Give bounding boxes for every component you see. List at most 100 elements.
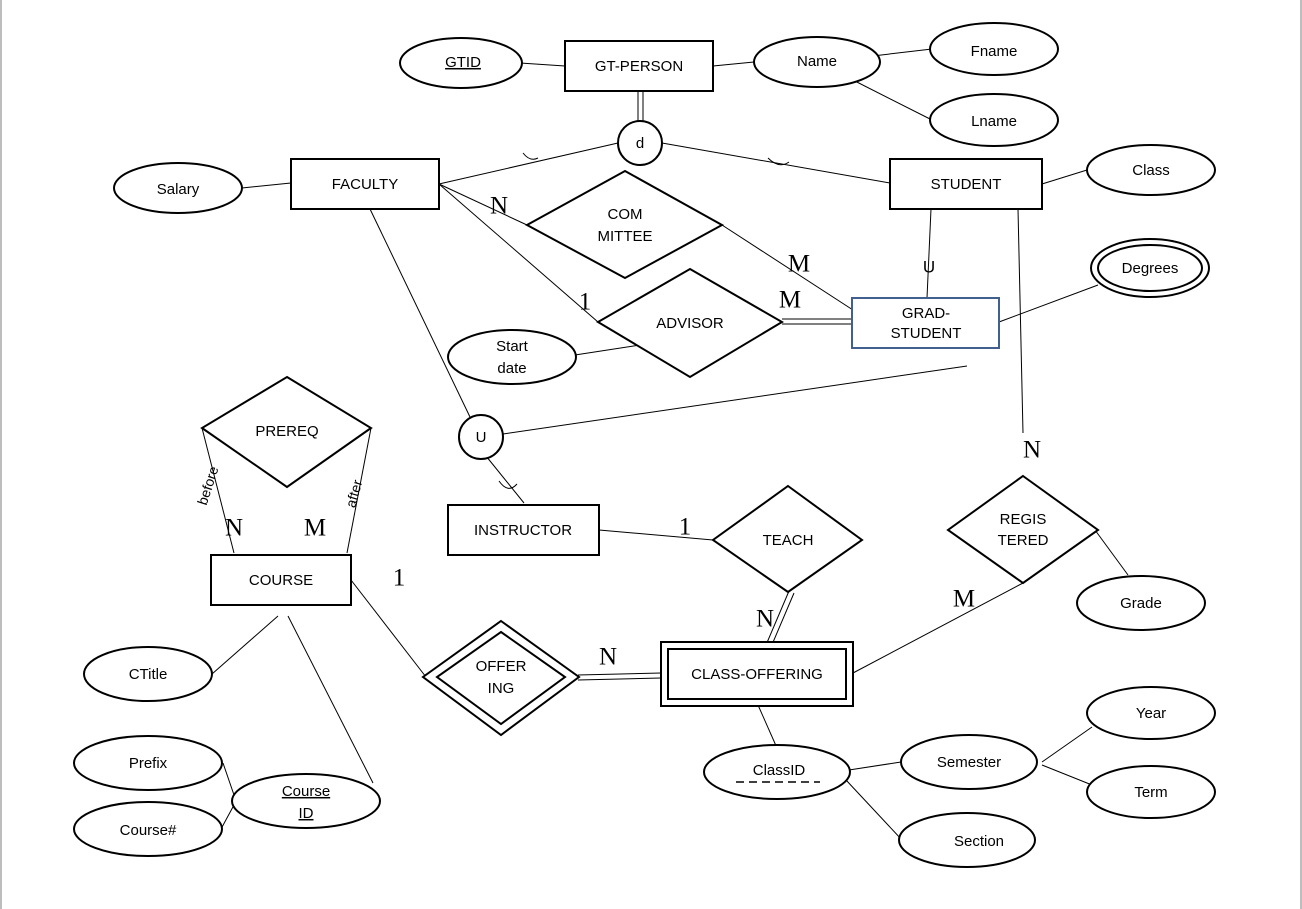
line-student-grad [926,208,932,299]
line-gtid-gtperson [519,62,566,67]
line-advisor-startdate [574,344,641,356]
attribute-start-date[interactable]: Start date [447,329,577,385]
line-classid-section [845,779,903,841]
attribute-salary-label: Salary [157,181,200,198]
attribute-course-num-label: Course# [120,822,177,839]
relationship-committee[interactable]: COM MITTEE [524,169,725,280]
line-faculty-committee [438,183,528,226]
attribute-classid[interactable]: ClassID [703,744,851,800]
relationship-offering-label-2: ING [488,680,515,697]
line-teach-offering-2 [770,592,795,648]
cardinality-committee-grad: M [788,251,810,278]
attribute-ctitle[interactable]: CTitle [83,646,213,702]
subset-symbol-grad: U [923,257,935,276]
entity-grad-student[interactable]: GRAD- STUDENT [851,297,1000,349]
attribute-course-id-label-2: ID [299,805,314,822]
attribute-prefix[interactable]: Prefix [73,735,223,791]
entity-class-offering-label: CLASS-OFFERING [691,666,823,683]
cardinality-prereq-after: M [304,515,326,542]
cardinality-course-offering: 1 [393,565,406,592]
line-grad-degrees [998,284,1099,323]
cardinality-student-registered: N [1023,437,1041,464]
attribute-course-num[interactable]: Course# [73,801,223,857]
attribute-degrees[interactable]: Degrees [1090,238,1210,298]
line-course-ctitle [211,615,279,675]
attribute-gtid[interactable]: GTID [399,37,523,89]
relationship-registered-label-2: TERED [998,532,1049,549]
attribute-year-label: Year [1136,705,1166,722]
line-semester-term [1041,764,1093,786]
relationship-registered[interactable]: REGIS TERED [946,474,1100,585]
attribute-semester-label: Semester [937,754,1001,771]
line-salary-faculty [241,182,292,189]
attribute-fname-label: Fname [971,43,1018,60]
entity-instructor[interactable]: INSTRUCTOR [447,504,600,556]
attribute-degrees-label: Degrees [1122,260,1179,277]
entity-faculty[interactable]: FACULTY [290,158,440,210]
specialization-union-label: U [476,429,487,446]
specialization-union-circle[interactable]: U [458,414,504,460]
attribute-prefix-label: Prefix [129,755,168,772]
attribute-class-label: Class [1132,162,1170,179]
line-teach-offering-1 [765,590,790,646]
relationship-committee-label-1: COM [608,206,643,223]
entity-gt-person[interactable]: GT-PERSON [564,40,714,92]
relationship-offering-label-1: OFFER [476,658,527,675]
line-class-classid [757,704,778,749]
line-registered-grade [1094,529,1129,576]
subset-symbol-student [767,157,790,166]
entity-student[interactable]: STUDENT [889,158,1043,210]
relationship-registered-label-1: REGIS [1000,511,1047,528]
line-offering-class-2 [577,677,662,681]
attribute-term[interactable]: Term [1086,765,1216,819]
line-faculty-advisor [438,183,599,323]
specialization-disjoint-label: d [636,135,644,152]
role-before-label: before [194,464,222,507]
attribute-salary[interactable]: Salary [113,162,243,214]
line-prefix-courseid [222,762,235,796]
entity-instructor-label: INSTRUCTOR [474,522,572,539]
attribute-grade-label: Grade [1120,595,1162,612]
line-instructor-teach [598,529,714,541]
attribute-name[interactable]: Name [753,36,881,88]
entity-course[interactable]: COURSE [210,554,352,606]
attribute-fname[interactable]: Fname [929,22,1059,76]
attribute-classid-label: ClassID [753,762,806,779]
line-student-class [1041,169,1088,185]
entity-class-offering[interactable]: CLASS-OFFERING [660,641,854,707]
relationship-advisor[interactable]: ADVISOR [596,267,784,379]
relationship-advisor-label: ADVISOR [656,315,724,332]
cardinality-instructor-teach: 1 [679,514,692,541]
attribute-semester[interactable]: Semester [900,734,1038,790]
relationship-prereq[interactable]: PREREQ [200,375,373,489]
relationship-offering[interactable]: OFFER ING [421,619,581,737]
line-offering-class-1 [577,672,662,676]
attribute-year[interactable]: Year [1086,686,1216,740]
entity-gt-person-label: GT-PERSON [595,58,683,75]
entity-faculty-label: FACULTY [332,176,398,193]
attribute-grade[interactable]: Grade [1076,575,1206,631]
attribute-section[interactable]: Section [898,812,1036,868]
relationship-teach[interactable]: TEACH [711,484,864,594]
attribute-class[interactable]: Class [1086,144,1216,196]
line-course-courseid [287,615,374,784]
line-course-offering [350,579,427,678]
line-classid-semester [848,761,902,771]
line-prereq-after [346,427,372,554]
line-d-faculty [438,142,619,185]
specialization-disjoint-circle[interactable]: d [617,120,663,166]
attribute-gtid-label: GTID [445,54,481,71]
attribute-course-id[interactable]: Course ID [231,773,381,829]
attribute-lname[interactable]: Lname [929,93,1059,147]
cardinality-advisor-grad: M [779,287,801,314]
attribute-ctitle-label: CTitle [129,666,168,683]
line-student-registered [1017,208,1024,434]
subset-symbol-faculty [522,152,539,160]
line-prereq-before [201,427,235,554]
line-union-instructor [485,455,525,504]
line-coursenum-courseid [220,804,235,830]
attribute-start-date-label-2: date [497,360,526,377]
entity-course-label: COURSE [249,572,313,589]
